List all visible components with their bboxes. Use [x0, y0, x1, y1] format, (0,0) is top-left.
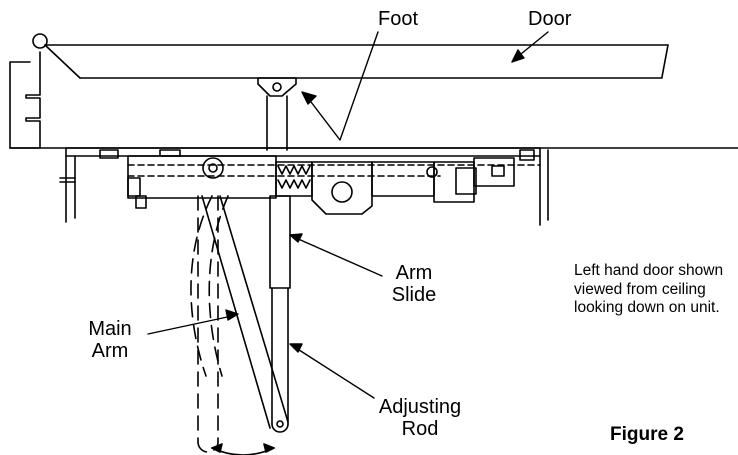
arm-slide-rod — [266, 95, 288, 151]
arm-slide-lower — [269, 195, 291, 289]
hinge-pivot — [32, 33, 48, 49]
leader-lines — [147, 31, 549, 399]
label-main-arm: Main Arm — [78, 318, 142, 363]
label-adjusting-rod-line2: Rod — [401, 418, 439, 441]
door-panel — [44, 44, 669, 79]
label-main-arm-line2: Arm — [91, 340, 129, 363]
label-arm-slide: Arm Slide — [384, 262, 444, 307]
swing-arrow — [211, 443, 275, 455]
orientation-note-line2: viewed from ceiling — [574, 280, 706, 298]
label-adjusting-rod: Adjusting Rod — [372, 396, 468, 441]
label-arm-slide-line1: Arm — [395, 262, 433, 284]
adjusting-rod — [271, 287, 289, 433]
label-arm-slide-line2: Slide — [391, 284, 437, 307]
main-arm — [201, 195, 289, 429]
label-foot: Foot — [378, 8, 419, 30]
foot — [257, 77, 297, 97]
label-door: Door — [528, 8, 572, 30]
label-adjusting-rod-line1: Adjusting — [378, 396, 462, 418]
label-main-arm-line1: Main — [88, 318, 132, 340]
orientation-note-line3: looking down on unit. — [574, 299, 720, 317]
figure-caption: Figure 2 — [610, 424, 684, 445]
orientation-note: Left hand door shown viewed from ceiling… — [574, 262, 723, 318]
door-frame — [9, 51, 738, 149]
operator-unit — [59, 147, 549, 226]
orientation-note-line1: Left hand door shown — [574, 262, 724, 279]
